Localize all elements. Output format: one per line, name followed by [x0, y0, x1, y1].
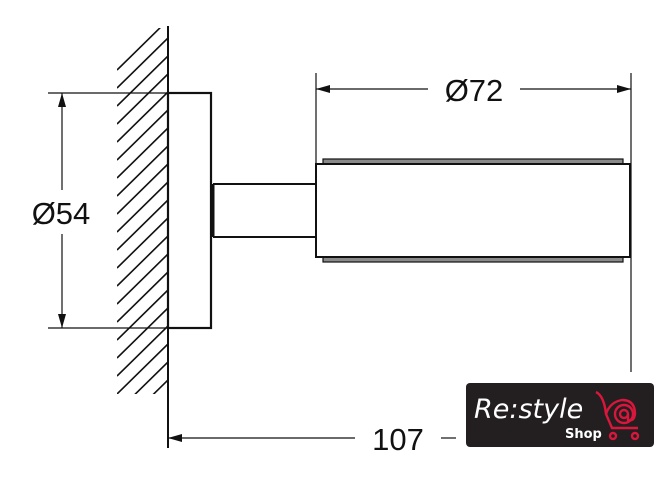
hatch-line: [117, 109, 168, 161]
logo-brand: Re:style: [474, 394, 583, 425]
hatch-line: [117, 343, 168, 394]
hatch-line: [117, 37, 168, 89]
hatch-line: [117, 73, 168, 125]
hatch-line: [152, 379, 168, 394]
hatch-line: [117, 163, 168, 215]
hatch-line: [117, 28, 161, 71]
hatch-line: [117, 253, 168, 305]
logo-sub: Shop: [565, 427, 602, 442]
hatch-line: [117, 181, 168, 233]
connecting-stem: [213, 183, 320, 238]
cylinder-body: [315, 158, 631, 263]
hatch-line: [117, 452, 168, 488]
dimension-flange-diameter: Ø54: [32, 92, 168, 329]
hatch-line: [117, 271, 168, 323]
restyle-shop-logo: Re:style Shop: [466, 383, 654, 447]
hatch-line: [134, 361, 168, 394]
hatch-line: [117, 55, 168, 107]
hatch-line: [117, 199, 168, 251]
cart-at-icon: [595, 390, 640, 441]
dimension-projection: 107: [168, 422, 456, 457]
wall-hatch: [117, 28, 168, 488]
hatch-line: [117, 307, 168, 359]
projection-label: 107: [372, 422, 424, 457]
hatch-line: [117, 289, 168, 341]
flange-diameter-label: Ø54: [32, 196, 91, 231]
body-diameter-label: Ø72: [445, 73, 504, 108]
hatch-line: [117, 434, 168, 484]
hatch-line: [117, 416, 168, 466]
hatch-line: [117, 217, 168, 269]
hatch-line: [117, 91, 168, 143]
dimension-body-diameter: Ø72: [315, 73, 632, 372]
hatch-line: [117, 127, 168, 179]
wall-flange: [166, 91, 213, 330]
hatch-line: [117, 235, 168, 287]
hatch-line: [117, 398, 168, 448]
hatch-line: [117, 145, 168, 197]
hatch-line: [117, 325, 168, 377]
